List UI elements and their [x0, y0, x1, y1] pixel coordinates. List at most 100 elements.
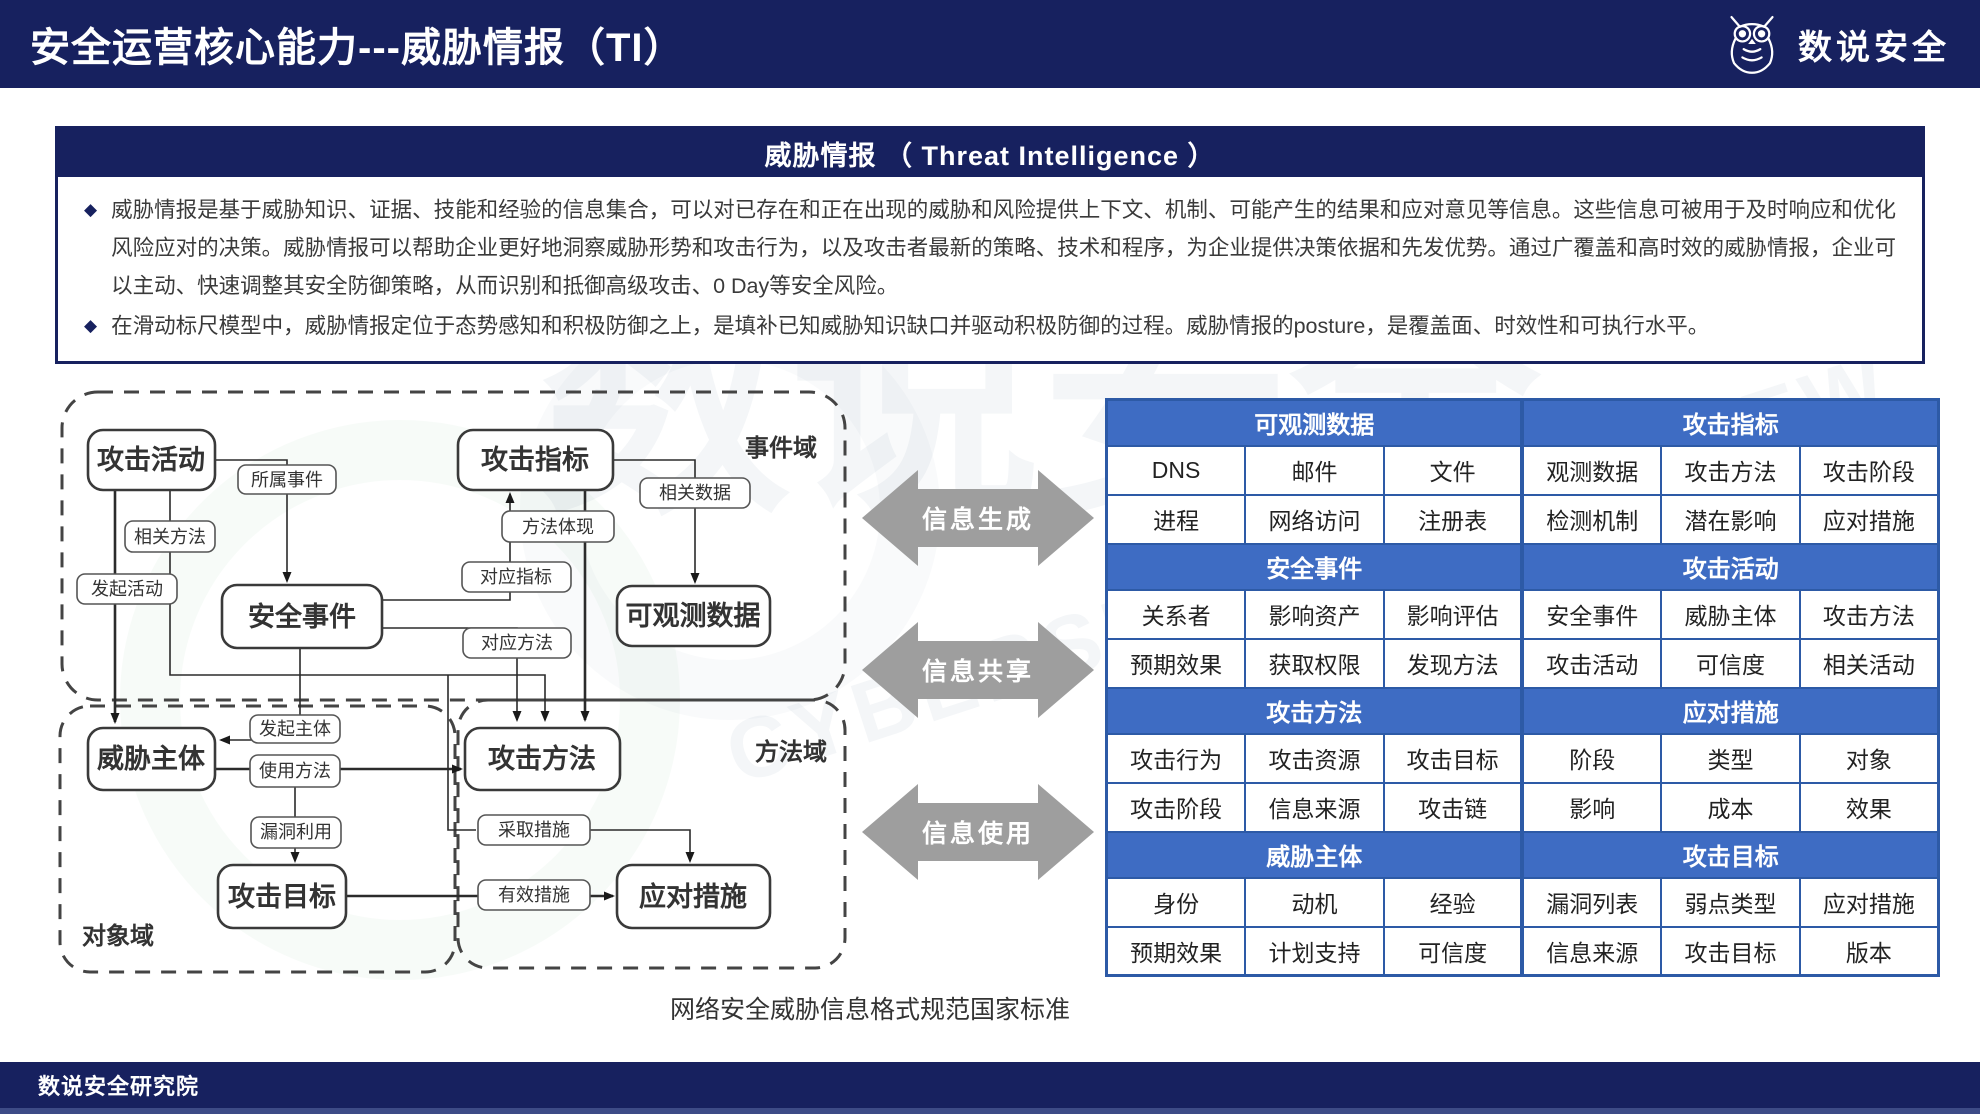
table-cell: 应对措施 [1798, 876, 1940, 928]
table-cell: 类型 [1660, 732, 1801, 784]
svg-text:相关数据: 相关数据 [659, 483, 731, 503]
footer-text: 数说安全研究院 [38, 1074, 200, 1099]
node-attack-indicator: 攻击指标 [456, 428, 615, 492]
edge-label-exploit-vuln: 漏洞利用 [250, 816, 342, 849]
table-row: DNS 邮件 文件 观测数据 攻击方法 攻击阶段 [1105, 444, 1940, 496]
table-cell: 影响资产 [1244, 588, 1385, 640]
event-domain-label: 事件域 [745, 435, 817, 462]
edge-belong-event [215, 459, 292, 583]
edge-label-initiate-actor: 发起主体 [249, 714, 341, 744]
edge-label-corresp-method: 对应方法 [462, 627, 572, 659]
event-domain-box [60, 390, 847, 702]
object-domain-label: 对象域 [82, 922, 154, 950]
table-cell: 文件 [1382, 444, 1525, 496]
table-cell: 计划支持 [1244, 925, 1385, 977]
page-title: 安全运营核心能力---威胁情报（TI） [30, 26, 685, 70]
header-bar: 安全运营核心能力---威胁情报（TI） 数说安全 [0, 0, 1980, 88]
node-attack-method: 攻击方法 [463, 726, 622, 792]
arrow-left-icon [862, 784, 918, 880]
table-header-row: 威胁主体 攻击目标 [1105, 830, 1940, 879]
table-cell: 攻击阶段 [1105, 781, 1247, 833]
arrow-right-icon [1038, 470, 1094, 566]
section-header: 安全事件 [1105, 542, 1525, 591]
table-cell: 观测数据 [1521, 444, 1663, 496]
table-row: 攻击阶段 信息来源 攻击链 影响 成本 效果 [1105, 781, 1940, 833]
svg-text:采取措施: 采取措施 [498, 820, 570, 840]
section-header: 攻击目标 [1521, 830, 1940, 879]
node-course-of-action: 应对措施 [615, 863, 772, 930]
table-cell: 相关活动 [1798, 637, 1940, 689]
edge-label-take-measure: 采取措施 [477, 814, 591, 846]
table-cell: 成本 [1660, 781, 1801, 833]
svg-text:对应方法: 对应方法 [481, 633, 553, 653]
table-cell: 漏洞列表 [1521, 876, 1663, 928]
table-row: 预期效果 计划支持 可信度 信息来源 攻击目标 版本 [1105, 925, 1940, 977]
arrow-bar [916, 641, 1040, 699]
bullet-item: ◆ 在滑动标尺模型中，威胁情报定位于态势感知和积极防御之上，是填补已知威胁知识缺… [84, 307, 1896, 345]
table-row: 进程 网络访问 注册表 检测机制 潜在影响 应对措施 [1105, 493, 1940, 545]
table-cell: 应对措施 [1798, 493, 1940, 545]
svg-text:攻击活动: 攻击活动 [97, 445, 205, 475]
object-domain-box [58, 704, 457, 974]
bullet-item: ◆ 威胁情报是基于威胁知识、证据、技能和经验的信息集合，可以对已存在和正在出现的… [84, 191, 1896, 305]
table-header-row: 可观测数据 攻击指标 [1105, 398, 1940, 447]
svg-text:所属事件: 所属事件 [251, 470, 323, 490]
table-cell: 攻击链 [1382, 781, 1525, 833]
table-cell: 网络访问 [1244, 493, 1385, 545]
flow-arrow-generate: 信息生成 [862, 470, 1094, 566]
table-header-row: 攻击方法 应对措施 [1105, 686, 1940, 735]
svg-text:攻击指标: 攻击指标 [481, 445, 589, 475]
table-cell: 版本 [1798, 925, 1940, 977]
svg-text:攻击目标: 攻击目标 [228, 882, 336, 912]
flow-arrow-label: 信息使用 [921, 820, 1034, 848]
table-row: 关系者 影响资产 影响评估 安全事件 威胁主体 攻击方法 [1105, 588, 1940, 640]
table-cell: 影响评估 [1382, 588, 1525, 640]
node-attack-target: 攻击目标 [216, 863, 348, 930]
table-cell: 影响 [1521, 781, 1663, 833]
table-cell: 信息来源 [1244, 781, 1385, 833]
arrow-bar [916, 489, 1040, 547]
node-observable-data: 可观测数据 [615, 584, 772, 648]
node-security-event: 安全事件 [220, 583, 384, 650]
edge-label-method-embody: 方法体现 [501, 510, 615, 543]
table-cell: 攻击行为 [1105, 732, 1247, 784]
bullet-text: 在滑动标尺模型中，威胁情报定位于态势感知和积极防御之上，是填补已知威胁知识缺口并… [111, 314, 1710, 338]
svg-text:发起主体: 发起主体 [259, 719, 331, 739]
table-cell: 安全事件 [1521, 588, 1663, 640]
table-cell: 攻击目标 [1660, 925, 1801, 977]
svg-text:威胁主体: 威胁主体 [97, 744, 206, 774]
flow-arrow-label: 信息共享 [921, 658, 1034, 686]
table-cell: 预期效果 [1105, 925, 1247, 977]
arrow-left-icon [862, 470, 918, 566]
svg-text:有效措施: 有效措施 [498, 885, 570, 905]
method-domain-box [456, 698, 847, 970]
table-cell: 动机 [1244, 876, 1385, 928]
section-header: 威胁主体 [1105, 830, 1525, 879]
edge-label-belong-event: 所属事件 [237, 464, 337, 495]
table-cell: 对象 [1798, 732, 1940, 784]
table-cell: 注册表 [1382, 493, 1525, 545]
edge-label-corresp-indicator: 对应指标 [461, 561, 572, 593]
svg-text:可观测数据: 可观测数据 [626, 601, 761, 631]
sti-model-diagram: 事件域 对象域 方法域 所属事件 相关数据 相关方法 方 [58, 390, 847, 974]
edge-label-use-method: 使用方法 [249, 754, 341, 788]
table-cell: 弱点类型 [1660, 876, 1801, 928]
table-cell: 邮件 [1244, 444, 1385, 496]
table-cell: 攻击阶段 [1798, 444, 1940, 496]
panel-title: 威胁情报 （ Threat Intelligence ） [58, 129, 1922, 177]
table-cell: 效果 [1798, 781, 1940, 833]
section-header: 攻击活动 [1521, 542, 1940, 591]
svg-text:发起活动: 发起活动 [91, 579, 163, 599]
panel-body: ◆ 威胁情报是基于威胁知识、证据、技能和经验的信息集合，可以对已存在和正在出现的… [58, 177, 1922, 345]
arrow-left-icon [862, 622, 918, 718]
table-row: 身份 动机 经验 漏洞列表 弱点类型 应对措施 [1105, 876, 1940, 928]
table-cell: 发现方法 [1382, 637, 1525, 689]
method-domain-label: 方法域 [755, 738, 827, 766]
svg-text:安全事件: 安全事件 [248, 601, 356, 632]
bullet-text: 威胁情报是基于威胁知识、证据、技能和经验的信息集合，可以对已存在和正在出现的威胁… [111, 198, 1896, 298]
flow-arrow-share: 信息共享 [862, 622, 1094, 718]
brand-logo: 数说安全 [1720, 12, 1950, 76]
svg-text:应对措施: 应对措施 [639, 881, 747, 912]
table-cell: 信息来源 [1521, 925, 1663, 977]
